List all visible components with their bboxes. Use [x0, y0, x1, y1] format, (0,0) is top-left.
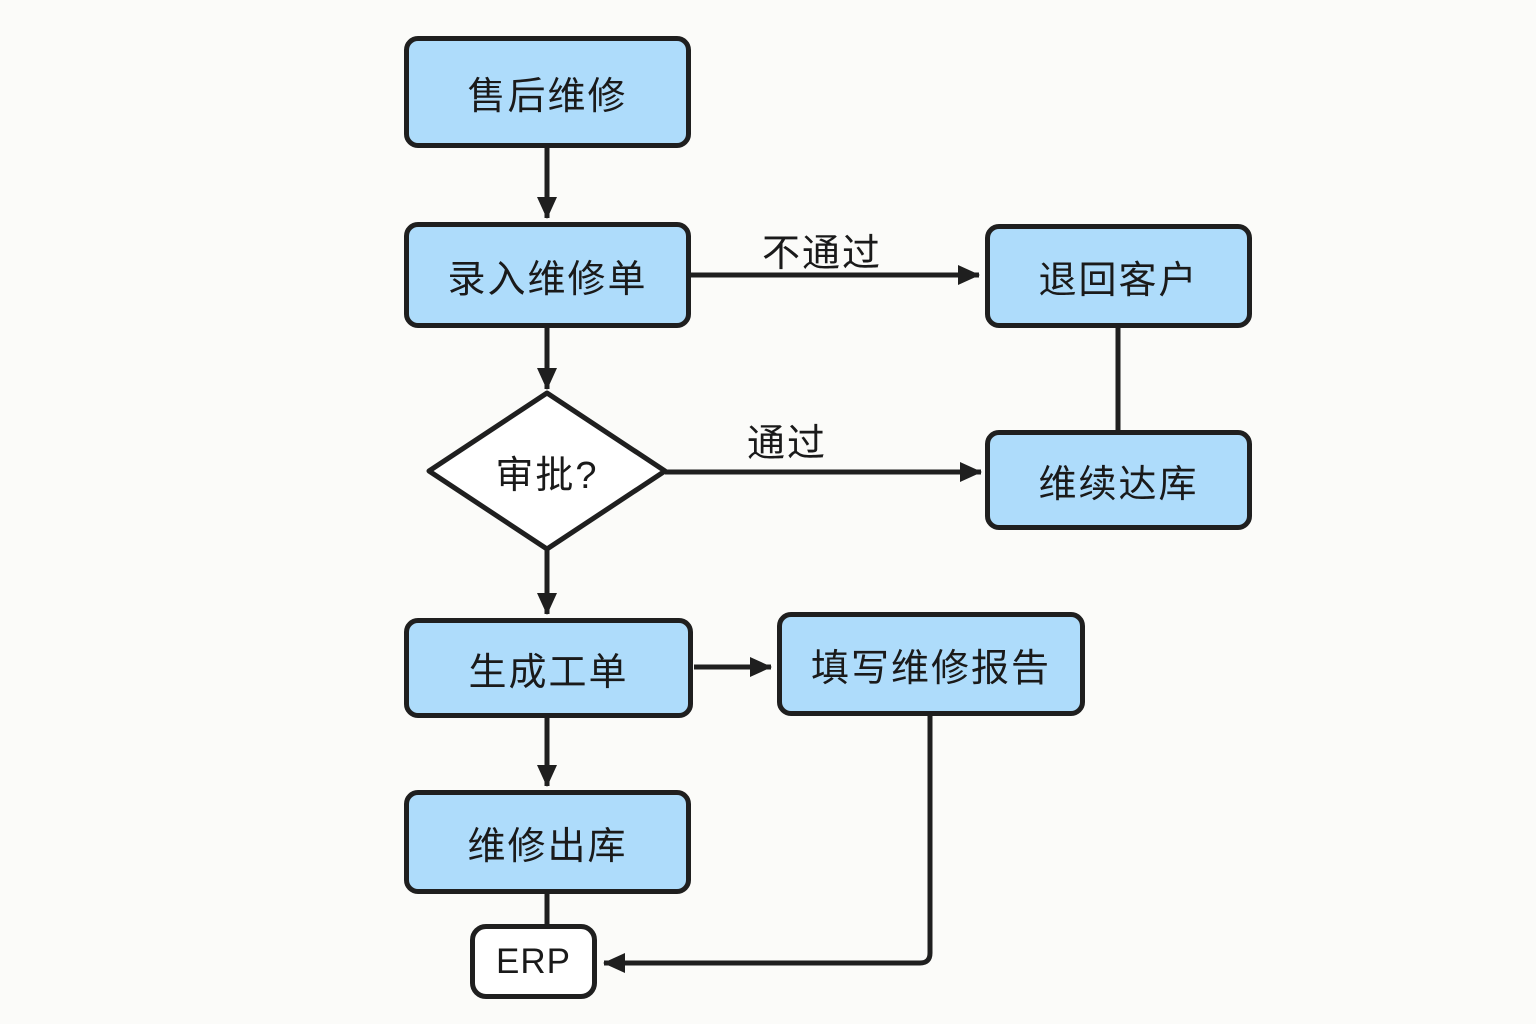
- node-approval-label: 审批?: [495, 454, 599, 497]
- edge-label-not-passed: 不通过: [761, 233, 883, 275]
- node-repair-stock-out: 维修出库: [404, 790, 691, 894]
- edge-repair-report-to-erp: [603, 716, 933, 973]
- node-return-to-customer: 退回客户: [985, 224, 1252, 328]
- node-continue-to-warehouse: 维续达库: [985, 430, 1252, 530]
- approval-decision-diamond: [426, 390, 668, 552]
- node-erp: ERP: [470, 924, 597, 999]
- edge-label-passed: 通过: [746, 423, 828, 465]
- node-generate-work-order: 生成工单: [404, 618, 693, 718]
- node-enter-repair-order: 录入维修单: [404, 222, 691, 328]
- node-after-sales-repair: 售后维修: [404, 36, 691, 148]
- node-fill-repair-report: 填写维修报告: [777, 612, 1085, 716]
